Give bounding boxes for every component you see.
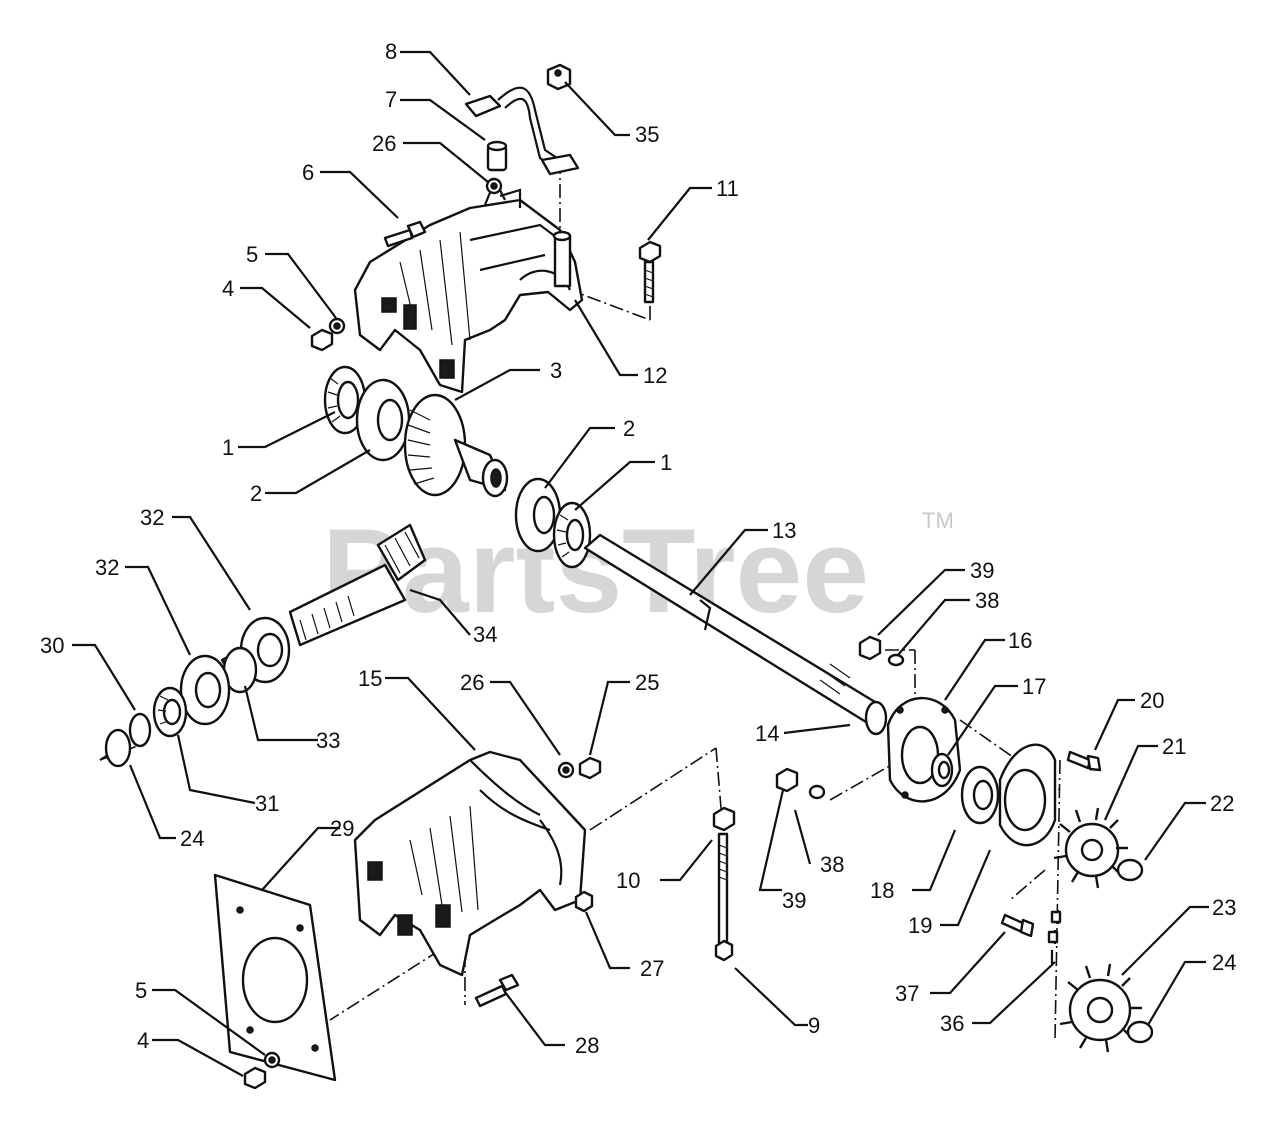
bevel-gear-3 bbox=[403, 393, 509, 498]
callout-36: 36 bbox=[940, 1011, 964, 1036]
callout-32-lower: 32 bbox=[95, 555, 119, 580]
sprocket-21 bbox=[1053, 807, 1128, 889]
seal-17 bbox=[930, 752, 954, 788]
callout-7: 7 bbox=[385, 87, 397, 112]
bearing-cup-1-left bbox=[323, 365, 367, 435]
housing-19 bbox=[998, 743, 1057, 847]
callout-39-lower: 39 bbox=[782, 888, 806, 913]
bracket bbox=[464, 86, 580, 176]
callout-5-lower: 5 bbox=[135, 978, 147, 1003]
callout-8: 8 bbox=[385, 39, 397, 64]
gasket-plate-29 bbox=[213, 873, 337, 1082]
callout-labels: 8 7 26 35 6 11 5 4 12 3 1 2 2 1 13 32 32… bbox=[40, 39, 1236, 1058]
callout-5: 5 bbox=[246, 242, 258, 267]
callout-27: 27 bbox=[640, 956, 664, 981]
nut-39-washer-38-lower bbox=[775, 767, 826, 800]
screw-11 bbox=[638, 240, 662, 304]
snap-ring-24-left bbox=[99, 728, 132, 768]
nut-25-washer-26 bbox=[557, 756, 602, 780]
leader-lines bbox=[72, 50, 1209, 1077]
callout-38-lower: 38 bbox=[820, 852, 844, 877]
bolt-6 bbox=[383, 220, 427, 248]
callout-18: 18 bbox=[870, 878, 894, 903]
callout-10: 10 bbox=[616, 868, 640, 893]
bolt-20 bbox=[1066, 750, 1102, 772]
snap-ring-22 bbox=[1116, 858, 1144, 882]
callout-6: 6 bbox=[302, 160, 314, 185]
bearing-2-right bbox=[514, 477, 562, 553]
callout-26-lower: 26 bbox=[460, 670, 484, 695]
callout-2: 2 bbox=[250, 481, 262, 506]
callout-15: 15 bbox=[358, 666, 382, 691]
bearing-cup-31 bbox=[152, 686, 188, 738]
callout-19: 19 bbox=[908, 913, 932, 938]
callout-24-right: 24 bbox=[1212, 950, 1236, 975]
callout-11: 11 bbox=[716, 176, 739, 201]
callout-26: 26 bbox=[372, 131, 396, 156]
callout-24-left: 24 bbox=[180, 826, 204, 851]
bearing-14 bbox=[864, 700, 888, 736]
callout-12: 12 bbox=[643, 363, 667, 388]
cap-7 bbox=[485, 140, 508, 195]
pinion-shaft-34 bbox=[288, 523, 427, 647]
callout-35: 35 bbox=[635, 122, 659, 147]
snap-ring-24-right bbox=[1126, 1020, 1154, 1044]
callout-38-upper: 38 bbox=[975, 588, 999, 613]
callout-21: 21 bbox=[1162, 734, 1186, 759]
callout-23: 23 bbox=[1212, 895, 1236, 920]
callout-31: 31 bbox=[255, 791, 279, 816]
bearing-cup-1-right bbox=[552, 501, 592, 569]
callout-3: 3 bbox=[550, 358, 562, 383]
upper-gear-housing bbox=[353, 177, 584, 394]
nut-39-washer-38-upper bbox=[858, 635, 905, 667]
callout-39-upper: 39 bbox=[970, 558, 994, 583]
watermark-tm: TM bbox=[922, 508, 954, 533]
chain-36 bbox=[1047, 910, 1062, 964]
bolt-37 bbox=[1000, 913, 1035, 938]
callout-9: 9 bbox=[808, 1013, 820, 1038]
flange-16 bbox=[886, 696, 962, 803]
nut-washer-upper bbox=[310, 317, 346, 352]
callout-33: 33 bbox=[316, 728, 340, 753]
retaining-ring-30 bbox=[128, 712, 152, 748]
callout-37: 37 bbox=[895, 981, 919, 1006]
callout-4: 4 bbox=[222, 276, 234, 301]
callout-13: 13 bbox=[772, 518, 796, 543]
callout-14: 14 bbox=[755, 721, 779, 746]
lower-gear-housing-15 bbox=[353, 750, 587, 977]
callout-32-upper: 32 bbox=[140, 505, 164, 530]
callout-28: 28 bbox=[575, 1033, 599, 1058]
callout-16: 16 bbox=[1008, 628, 1032, 653]
callout-4-lower: 4 bbox=[137, 1028, 149, 1053]
bearing-2-left bbox=[355, 378, 411, 462]
nut-washer-lower bbox=[243, 1051, 281, 1090]
callout-17: 17 bbox=[1022, 674, 1046, 699]
watermark-text: PartsTree bbox=[322, 504, 869, 638]
callout-1-right: 1 bbox=[660, 450, 672, 475]
bearing-32-lower bbox=[179, 654, 231, 726]
stud-10-nut-9 bbox=[712, 806, 736, 962]
callout-1: 1 bbox=[222, 435, 234, 460]
callout-2-right: 2 bbox=[623, 416, 635, 441]
sprocket-23 bbox=[1059, 963, 1142, 1053]
callout-25: 25 bbox=[635, 670, 659, 695]
callout-30: 30 bbox=[40, 633, 64, 658]
callout-34: 34 bbox=[473, 622, 497, 647]
bearing-18 bbox=[960, 765, 1000, 825]
nut-27 bbox=[574, 890, 594, 913]
callout-22: 22 bbox=[1210, 791, 1234, 816]
callout-20: 20 bbox=[1140, 688, 1164, 713]
callout-29: 29 bbox=[330, 816, 354, 841]
